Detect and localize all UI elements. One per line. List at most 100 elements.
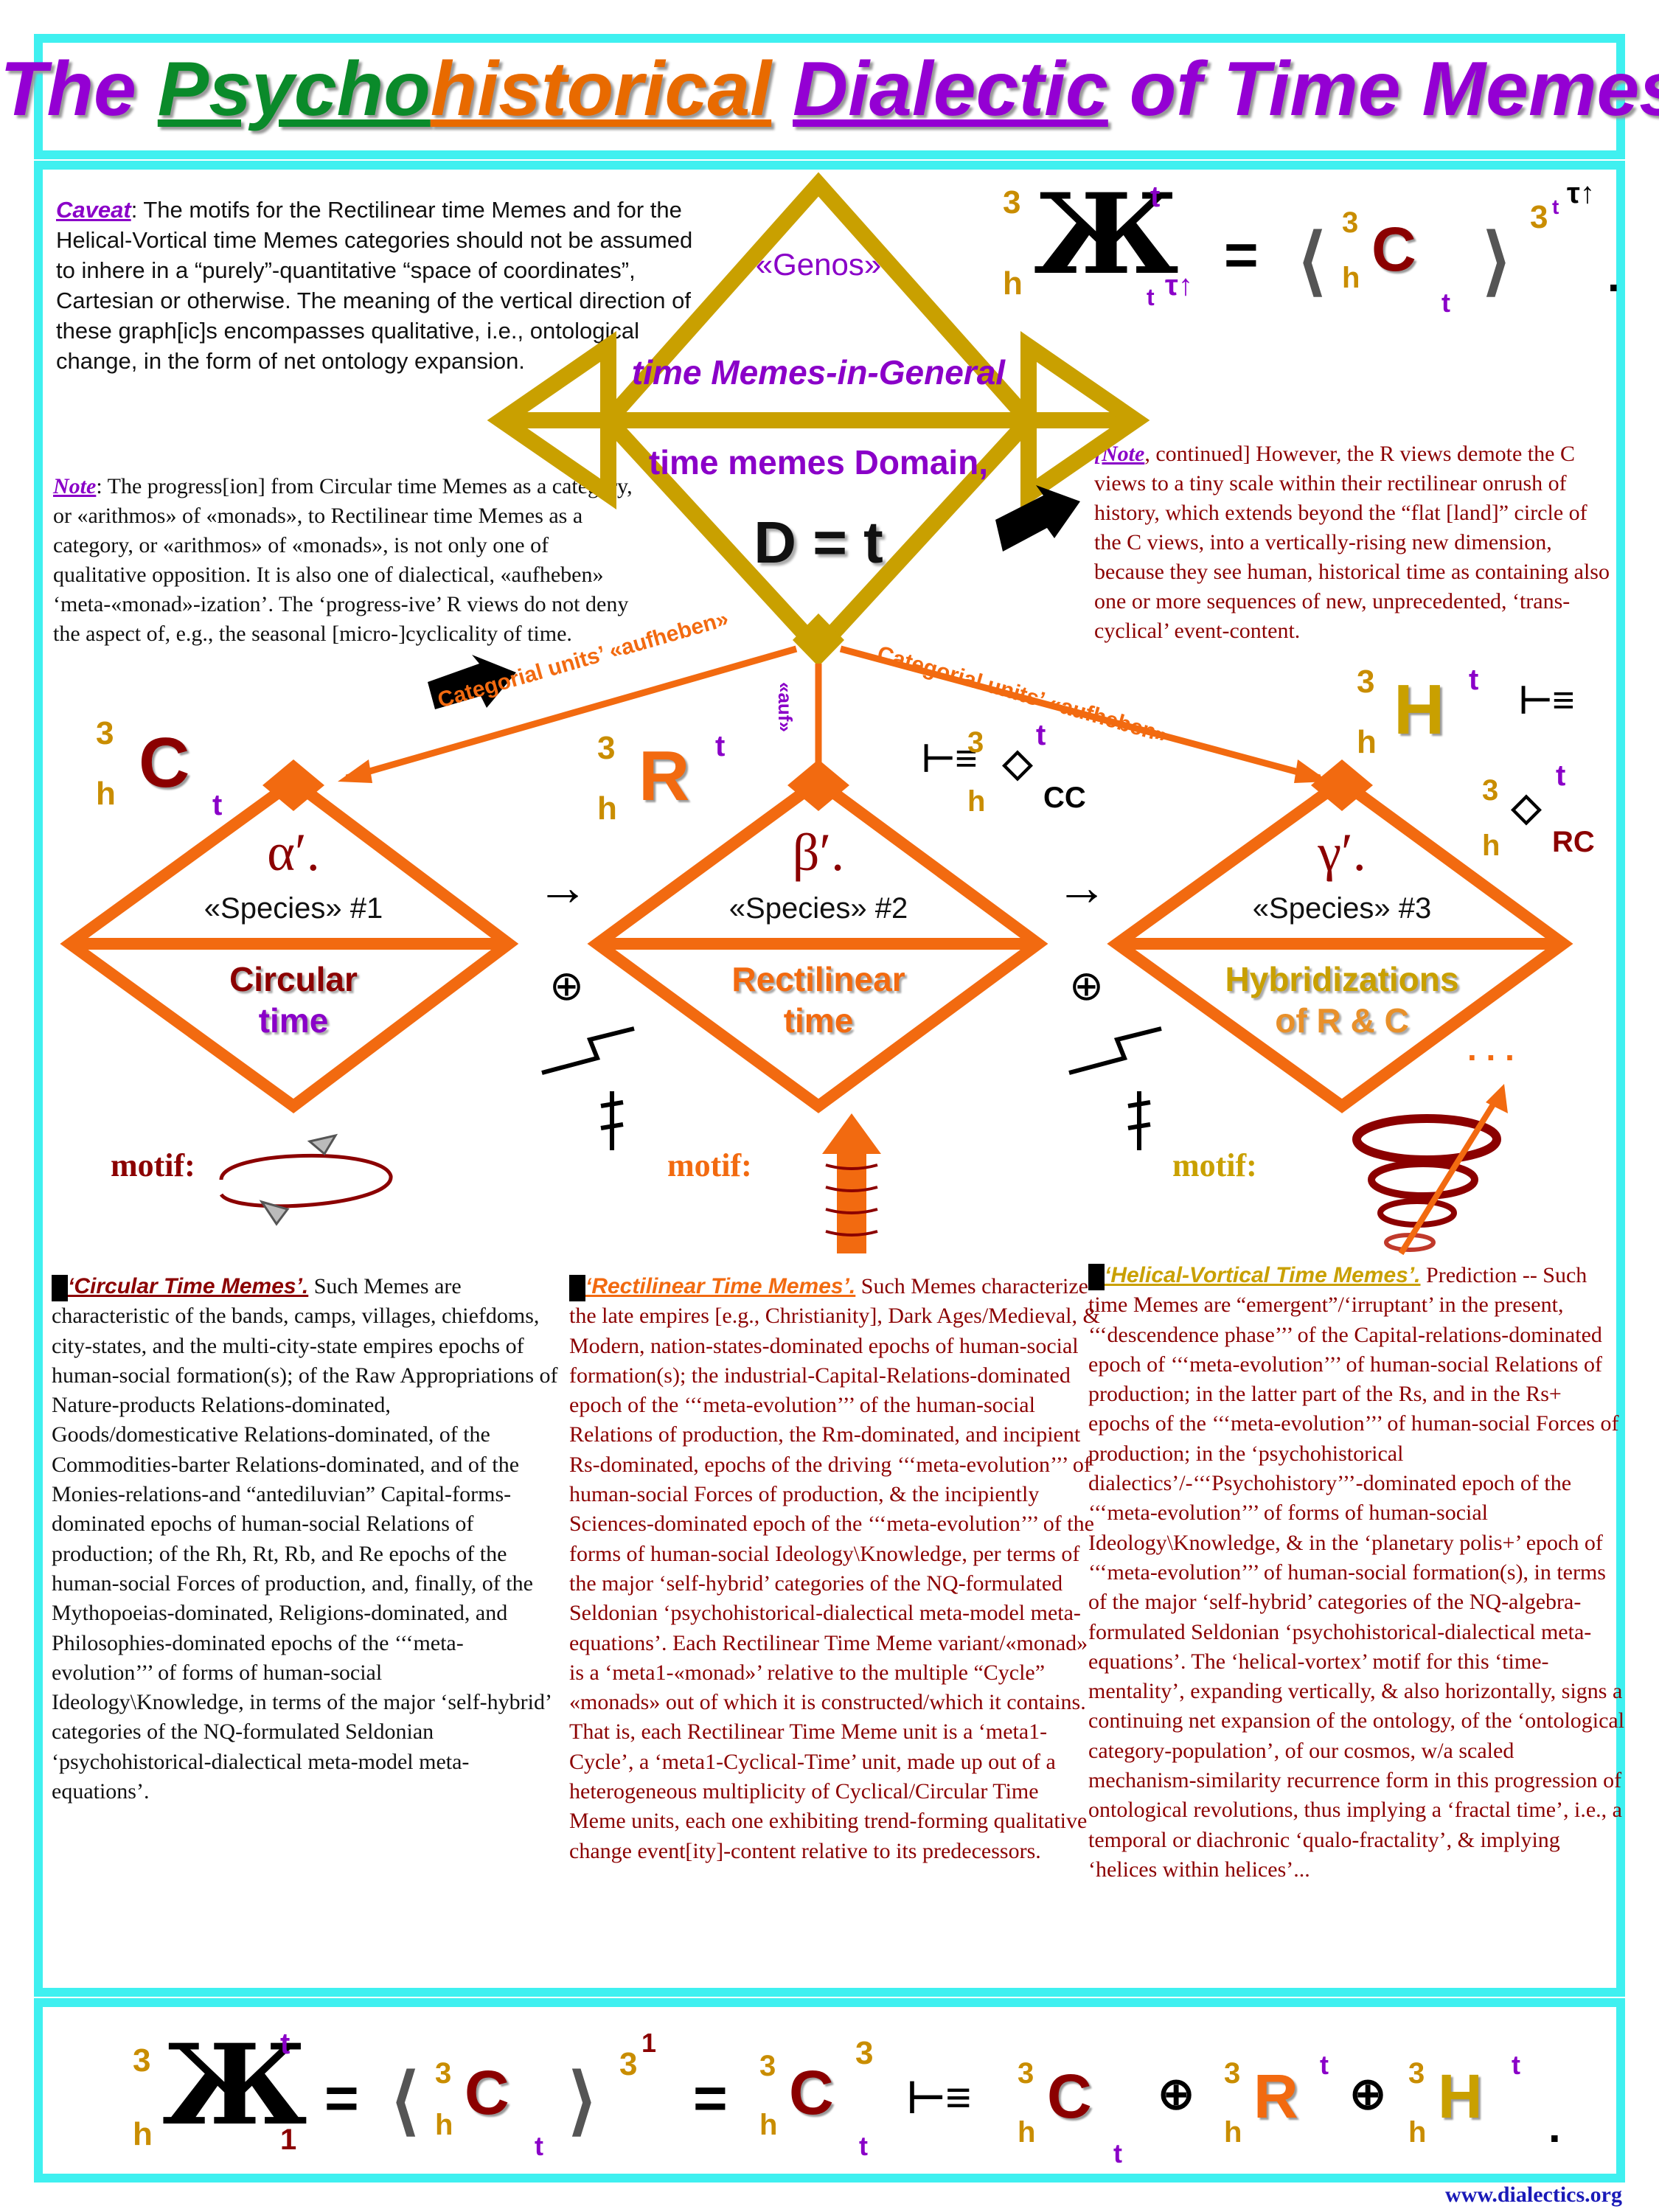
sym-subscript: h [1482, 830, 1500, 862]
zhe-glyph: Ж [1034, 170, 1179, 299]
sym-next: CC [1043, 782, 1086, 814]
plus-glyph: ⊕ [549, 964, 584, 1009]
sym-superscript: 3 [133, 2042, 151, 2079]
genos-text: «Genos» [755, 247, 882, 282]
sym-subscript: h [133, 2116, 153, 2152]
connector-middle-label: «auf» [773, 682, 796, 732]
arrowhead-left [338, 759, 372, 783]
motif-label-2: motif: [667, 1147, 752, 1184]
sym-subscript: h [967, 785, 986, 818]
sym-subscript: h [1408, 2116, 1427, 2149]
motif-helical [1352, 1084, 1508, 1256]
sym-tau: τ↑ [1567, 177, 1595, 209]
sym-t: t [859, 2131, 868, 2161]
species-3-greek: γ′. [1268, 822, 1416, 883]
sym-t: t [1320, 2050, 1329, 2080]
bullet-marker [52, 1275, 68, 1302]
arrow-1-to-2: → [537, 859, 588, 918]
sym-superscript: 3 [1482, 774, 1499, 807]
sym-triple-bar: ⊢≡ [1519, 679, 1575, 722]
sym-subscript: h [1224, 2116, 1242, 2149]
genos-left-wing [487, 331, 616, 509]
sym-next: RC [1552, 826, 1595, 858]
plus-1: ⊕ [549, 962, 584, 1010]
species-1-greek: α′. [220, 822, 367, 883]
genos-domain: time memes Domain, [568, 442, 1069, 482]
motif-label-3: motif: [1172, 1147, 1257, 1184]
sym-t: t [1556, 759, 1566, 792]
plus-glyph: ⊕ [1158, 2069, 1195, 2118]
top-equation: 3 h Ж t t τ↑ = ⟨ 3 h C t ⟩ 3 t τ↑ . [1003, 170, 1620, 318]
sym-t: t [212, 789, 223, 821]
dot-glyph: . [1548, 2102, 1561, 2152]
arrow-left-black [428, 655, 516, 709]
dot-glyph: . [1607, 251, 1620, 301]
note-left-body: : The progress[ion] from Circular time M… [53, 474, 633, 646]
column-circular-header: ‘Circular Time Memes’. [68, 1274, 309, 1298]
species-3-kind: Hybridizations of R & C [1172, 959, 1512, 1041]
equals-glyph: = [1224, 222, 1259, 288]
caveat-body: : The motifs for the Rectilinear time Me… [56, 197, 693, 374]
sym-triple-bar: ⊢≡ [907, 2073, 972, 2122]
sym-t: t [715, 730, 726, 762]
species-2-diamond [587, 759, 1048, 1113]
sym-t: t [1552, 195, 1559, 218]
sym-superscript: 3 [1408, 2057, 1425, 2090]
sym-superscript: 3 [967, 726, 984, 759]
aufheben-glyph-1 [541, 1026, 635, 1150]
genos-label: «Genos» [671, 247, 966, 282]
bottom-equation: 3 h Ж t 1 = ⟨ 3 h C t ⟩ 3 1 = 3 h C 3 t … [133, 2020, 1561, 2168]
column-helical-header: ‘Helical-Vortical Time Memes’. [1105, 1263, 1421, 1287]
sym-subscript: h [759, 2109, 778, 2141]
genos-general: time Memes-in-General [590, 352, 1047, 392]
sym-one: 1 [641, 2028, 657, 2058]
footer-url[interactable]: www.dialectics.org [1445, 2183, 1622, 2208]
title-frame [34, 34, 1625, 159]
column-rectilinear: ‘Rectilinear Time Memes’. Such Memes cha… [569, 1272, 1100, 1866]
species-1-kind-line2: time [258, 1001, 329, 1040]
species-3-greek-text: γ′. [1318, 823, 1366, 882]
species-2-kind-line1: Rectilinear [731, 960, 905, 998]
plus-glyph: ⊕ [1349, 2069, 1387, 2118]
genos-domain-text: time memes Domain, [648, 443, 989, 481]
note-right: [Note, continued] However, the R views d… [1094, 439, 1618, 646]
genos-equation: D = t [664, 509, 973, 577]
bullet-marker [569, 1275, 585, 1302]
sym-t: t [280, 2028, 291, 2060]
sym-t: t [1036, 719, 1046, 751]
column-helical-body: Prediction -- Such time Memes are “emerg… [1088, 1263, 1625, 1882]
species-1-label: «Species» #1 [146, 892, 441, 925]
arrow-2-to-3: → [1056, 859, 1107, 918]
species-3-label: «Species» #3 [1194, 892, 1489, 925]
bottom-frame [34, 1998, 1625, 2183]
species-3-diamond [1107, 759, 1573, 1113]
title-part: of Time Memes [1107, 46, 1659, 132]
sym-subscript: h [1018, 2116, 1036, 2149]
equals-glyph: = [324, 2065, 359, 2131]
sym-subscript: h [1003, 265, 1023, 302]
sym-superscript: 3 [759, 2050, 776, 2082]
sym-t: t [1147, 284, 1155, 310]
genos-right-wing [1020, 331, 1150, 509]
column-helical: ‘Helical-Vortical Time Memes’. Predictio… [1088, 1261, 1625, 1885]
genos-general-text: time Memes-in-General [631, 353, 1006, 392]
sym-tau: τ↑ [1165, 269, 1193, 302]
sym-superscript: 3 [619, 2046, 638, 2082]
arrowhead-right [1294, 759, 1329, 783]
title-part: historical [430, 46, 772, 132]
motif-rectilinear [822, 1113, 881, 1253]
species-3-kind-line2: of R & C [1275, 1001, 1409, 1040]
zhe-glyph: Ж [162, 2020, 307, 2150]
sym-superscript: 3 [1530, 199, 1548, 235]
motif-label-text: motif: [111, 1147, 195, 1183]
sym-t: t [1469, 664, 1479, 696]
column-circular-body: Such Memes are characteristic of the ban… [52, 1274, 558, 1804]
footer-url-text[interactable]: www.dialectics.org [1445, 2183, 1622, 2207]
species-2-kind: Rectilinear time [671, 959, 966, 1041]
connector-left [345, 645, 798, 782]
title-part: The [0, 46, 158, 132]
arrow-glyph: → [1056, 860, 1107, 917]
sym-one: 1 [280, 2124, 297, 2156]
note-left-lead: Note [53, 474, 97, 498]
title-part: Psycho [157, 46, 431, 132]
